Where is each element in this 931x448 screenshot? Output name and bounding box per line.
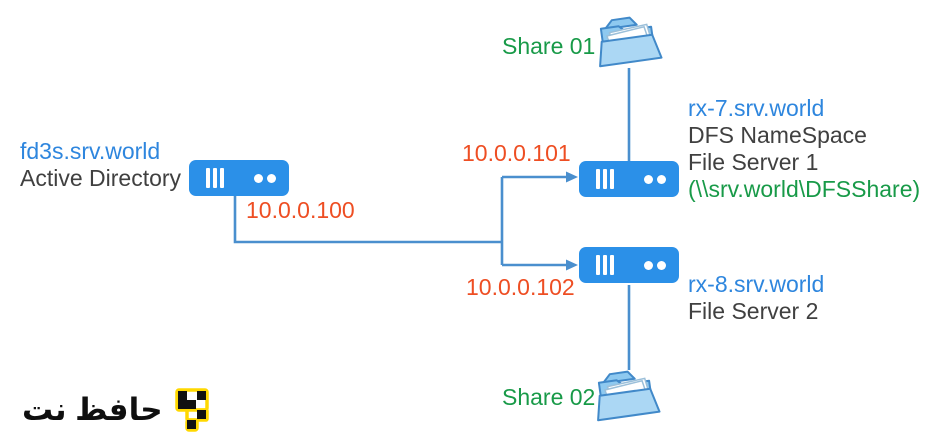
hostname-fileserver2: rx-8.srv.world xyxy=(688,271,825,297)
server-icon-fileserver2 xyxy=(579,247,679,283)
ip-fileserver1: 10.0.0.101 xyxy=(462,140,571,166)
label-fileserver2: rx-8.srv.world File Server 2 xyxy=(688,271,824,325)
label-active-directory: fd3s.srv.world Active Directory xyxy=(20,138,181,192)
label-share01: Share 01 xyxy=(502,33,596,59)
link-ad-to-junction xyxy=(233,196,502,244)
server-leds-icon xyxy=(254,173,276,183)
server-slots-icon xyxy=(206,168,224,188)
role-active-directory: Active Directory xyxy=(20,165,182,191)
server-slots-icon xyxy=(596,169,614,189)
role2-fileserver1: File Server 1 xyxy=(688,149,819,175)
arrowhead-fileserver2 xyxy=(566,259,578,271)
server-leds-icon xyxy=(644,260,666,270)
hostname-active-directory: fd3s.srv.world xyxy=(20,138,161,164)
open-folder-icon-share02 xyxy=(597,370,661,422)
arrowhead-fileserver1 xyxy=(566,171,578,183)
server-slots-icon xyxy=(596,255,614,275)
role1-fileserver1: DFS NameSpace xyxy=(688,122,867,148)
ip-fileserver2: 10.0.0.102 xyxy=(466,274,575,300)
dfs-share-path: (\\srv.world\DFSShare) xyxy=(688,176,921,202)
server-icon-active-directory xyxy=(189,160,289,196)
hostname-fileserver1: rx-7.srv.world xyxy=(688,95,825,121)
server-icon-fileserver1 xyxy=(579,161,679,197)
site-logo: حافظ نت xyxy=(22,386,211,434)
server-leds-icon xyxy=(644,174,666,184)
open-folder-icon-share01 xyxy=(599,16,663,68)
ip-active-directory: 10.0.0.100 xyxy=(246,197,355,223)
role-fileserver2: File Server 2 xyxy=(688,298,819,324)
label-share02: Share 02 xyxy=(502,384,596,410)
pixel-logo-icon xyxy=(174,388,209,432)
logo-text: حافظ نت xyxy=(22,392,163,427)
label-fileserver1: rx-7.srv.world DFS NameSpace File Server… xyxy=(688,95,920,203)
